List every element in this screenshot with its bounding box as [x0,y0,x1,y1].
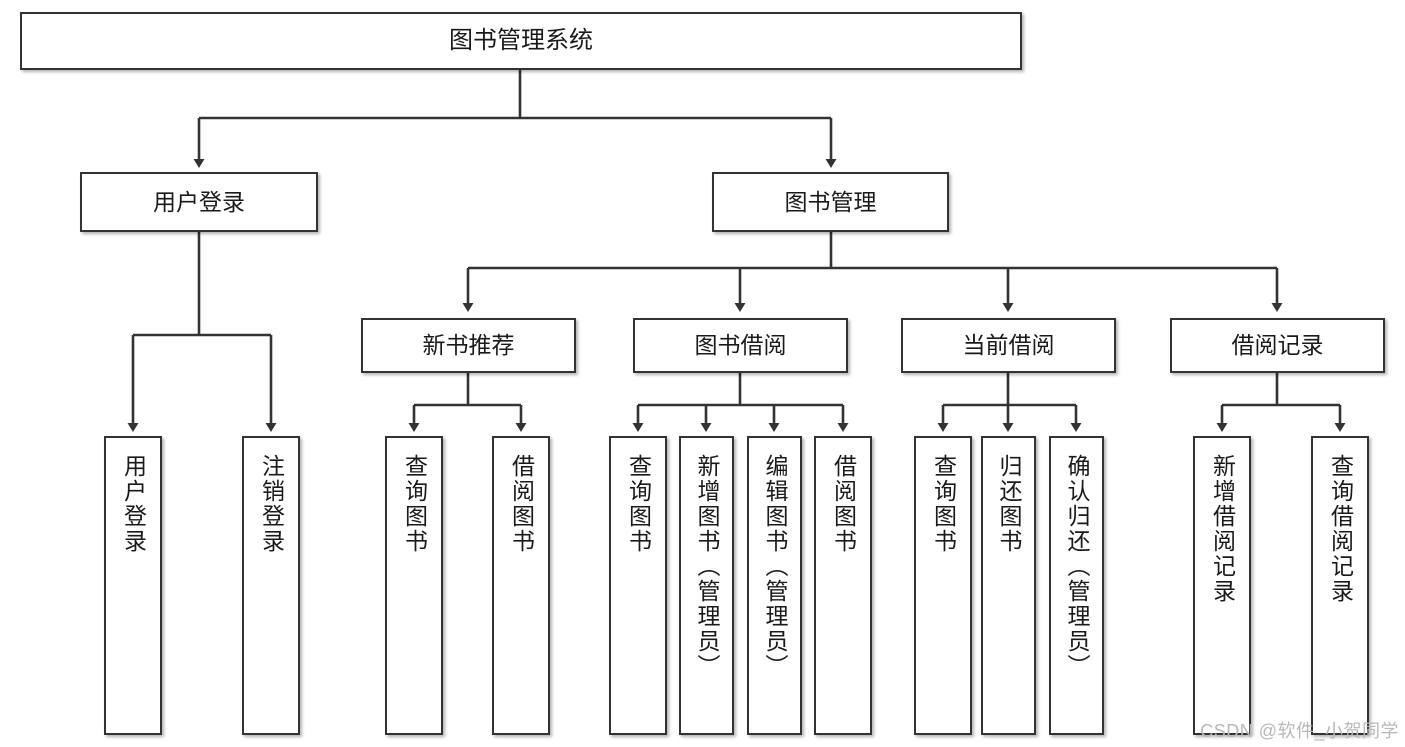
leaf-borrow-query-book[interactable]: 查询图书 [609,436,667,735]
node-label: 新增借阅记录 [1209,454,1236,604]
node-label: 编辑图书（管理员） [762,454,788,679]
node-label: 图书管理系统 [449,27,593,55]
leaf-record-query-record[interactable]: 查询借阅记录 [1311,436,1369,735]
node-user-login[interactable]: 用户登录 [80,172,318,232]
watermark-text: CSDN @软件_小贺同学 [1200,721,1399,741]
node-borrow-record[interactable]: 借阅记录 [1170,318,1385,373]
node-label: 用户登录 [153,188,245,215]
node-label: 借阅图书 [508,454,535,554]
node-new-book-recommend[interactable]: 新书推荐 [361,318,576,373]
node-label: 借阅图书 [830,454,857,554]
node-label: 归还图书 [996,454,1022,554]
leaf-current-confirm-return-admin[interactable]: 确认归还（管理员） [1049,436,1104,735]
leaf-borrow-add-book-admin[interactable]: 新增图书（管理员） [679,436,734,735]
node-label: 图书管理 [784,188,877,215]
leaf-borrow-edit-book-admin[interactable]: 编辑图书（管理员） [747,436,802,735]
node-label: 借阅记录 [1231,332,1324,359]
node-book-management[interactable]: 图书管理 [712,172,949,232]
node-label: 查询图书 [625,454,652,554]
node-label: 当前借阅 [962,332,1055,359]
node-label: 用户登录 [120,454,147,554]
leaf-current-return-book[interactable]: 归还图书 [981,436,1036,735]
node-book-borrow[interactable]: 图书借阅 [633,318,848,373]
leaf-user-login[interactable]: 用户登录 [104,436,162,735]
node-label: 新增图书（管理员） [694,454,720,679]
node-label: 图书借阅 [694,332,787,359]
leaf-newbook-borrow-book[interactable]: 借阅图书 [492,436,550,735]
node-label: 查询图书 [401,454,428,554]
leaf-current-query-book[interactable]: 查询图书 [914,436,972,735]
leaf-newbook-query-book[interactable]: 查询图书 [385,436,443,735]
node-label: 查询借阅记录 [1327,454,1354,604]
leaf-borrow-borrow-book[interactable]: 借阅图书 [814,436,872,735]
leaf-record-add-record[interactable]: 新增借阅记录 [1193,436,1251,735]
node-label: 注销登录 [258,454,285,554]
node-label: 确认归还（管理员） [1064,454,1090,679]
node-root-system[interactable]: 图书管理系统 [20,12,1022,70]
node-label: 新书推荐 [422,332,515,359]
node-label: 查询图书 [930,454,957,554]
leaf-user-logout[interactable]: 注销登录 [242,436,300,735]
node-current-borrow[interactable]: 当前借阅 [901,318,1116,373]
